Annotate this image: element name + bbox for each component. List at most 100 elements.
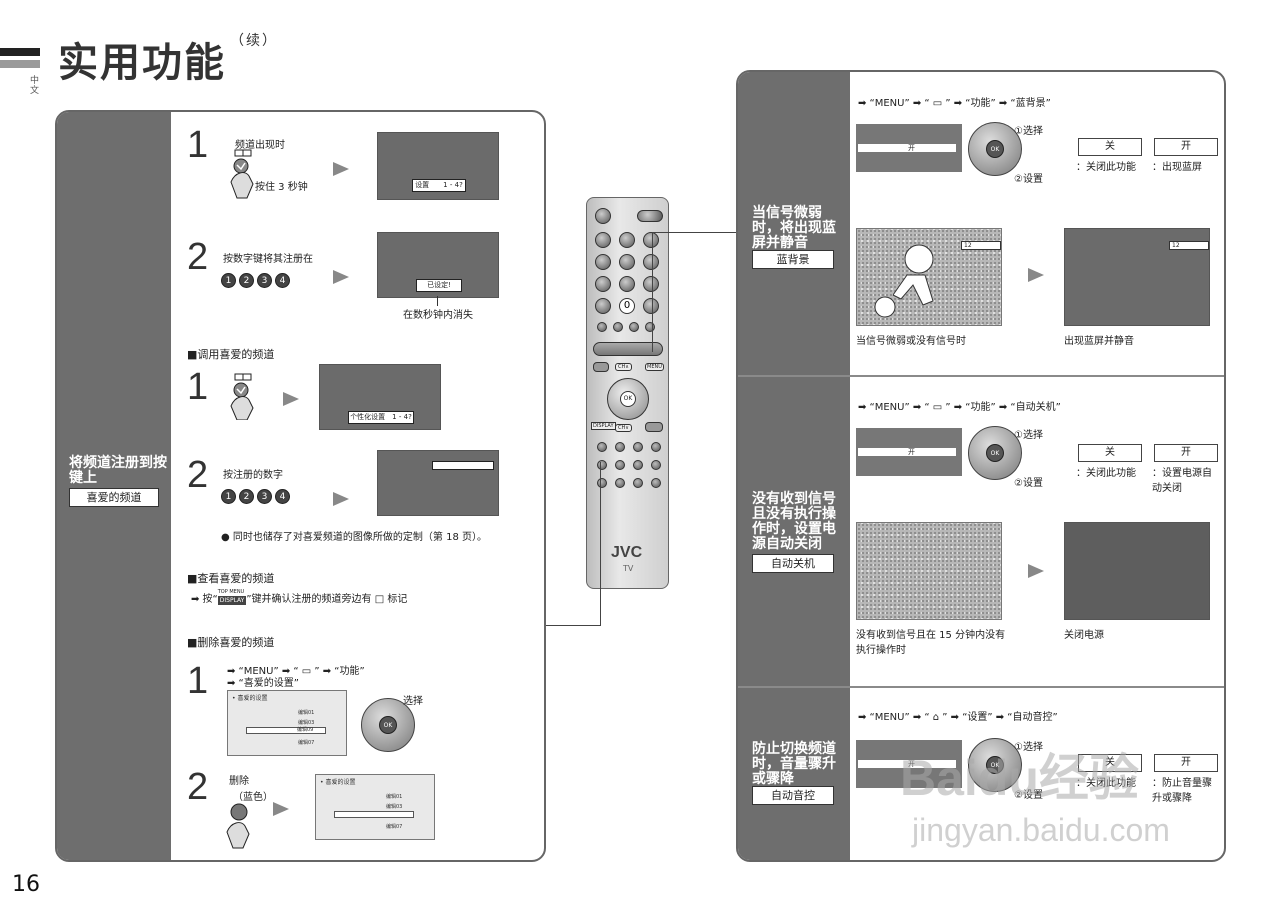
remote-small-button[interactable] — [615, 460, 625, 470]
remote-button[interactable] — [643, 254, 659, 270]
menu-button[interactable]: MENU — [645, 363, 664, 371]
remote-small-button[interactable] — [633, 460, 643, 470]
blue-bg-on-option[interactable]: 开 — [1154, 138, 1218, 156]
auto-vol-on-desc: ：防止音量骤升或骤降 — [1152, 778, 1212, 804]
remote-button[interactable] — [645, 422, 663, 432]
remote-button[interactable] — [595, 276, 611, 292]
display-button[interactable]: DISPLAY — [591, 422, 616, 430]
delete-path-1: ➡ “MENU” ➡ “ ▭ ” ➡ “功能” — [227, 666, 365, 677]
remote-button[interactable] — [643, 232, 659, 248]
remote-button[interactable] — [593, 362, 609, 372]
remote-small-button[interactable] — [633, 478, 643, 488]
zero-button[interactable]: 0 — [619, 298, 635, 314]
favorite-menu-item[interactable]: 编辑07 — [386, 824, 403, 830]
remote-ok-button[interactable]: OK — [620, 391, 636, 407]
auto-vol-path: ➡ “MENU” ➡ “ ⌂ ” ➡ “设置” ➡ “自动音控” — [858, 712, 1058, 723]
remote-small-button[interactable] — [597, 478, 607, 488]
favorite-channel-sidebar: 将频道注册到按键上 喜爱的频道 — [57, 112, 171, 860]
arrow-icon — [273, 802, 289, 816]
page-number: 16 — [12, 872, 40, 897]
language-tab: 中文 — [30, 76, 40, 96]
ch-up-button[interactable]: CH∧ — [615, 363, 632, 371]
auto-off-on-option[interactable]: 开 — [1154, 444, 1218, 462]
auto-vol-on-option[interactable]: 开 — [1154, 754, 1218, 772]
favorite-menu-item[interactable]: 编辑01 — [298, 710, 315, 716]
favorite-menu-item-selected[interactable]: 编辑09 — [246, 727, 326, 734]
number-button-2[interactable]: 2 — [239, 273, 254, 288]
remote-small-button[interactable] — [597, 442, 607, 452]
remote-small-button[interactable] — [651, 442, 661, 452]
power-button[interactable] — [637, 210, 663, 222]
cartoon-boy-icon — [874, 244, 934, 318]
favorite-menu-item[interactable]: 编辑03 — [298, 720, 315, 726]
remote-button[interactable] — [643, 298, 659, 314]
number-button-3[interactable]: 3 — [257, 489, 272, 504]
register-osd-2: 已设定! — [416, 279, 462, 292]
number-button-4[interactable]: 4 — [275, 489, 290, 504]
dpad-icon: OK — [968, 738, 1022, 792]
recall-heading: ■调用喜爱的频道 — [187, 348, 275, 361]
number-button-3[interactable]: 3 — [257, 273, 272, 288]
remote-small-button[interactable] — [615, 442, 625, 452]
ch-down-button[interactable]: CH∨ — [615, 424, 632, 432]
arrow-icon — [283, 392, 299, 406]
remote-button[interactable] — [643, 276, 659, 292]
remote-small-button[interactable] — [645, 322, 655, 332]
auto-off-path: ➡ “MENU” ➡ “ ▭ ” ➡ “功能” ➡ “自动关机” — [858, 402, 1061, 413]
blue-bg-tag: 蓝背景 — [752, 250, 834, 269]
auto-vol-menu-row[interactable]: 开 — [858, 760, 956, 768]
book-icon — [227, 148, 275, 204]
auto-vol-tag: 自动音控 — [752, 786, 834, 805]
delete-select-label: 选择 — [403, 696, 423, 707]
ok-button-icon: OK — [986, 140, 1004, 158]
auto-off-off-option[interactable]: 关 — [1078, 444, 1142, 462]
check-line-pre: ➡ 按“ — [191, 594, 218, 605]
remote-button[interactable] — [595, 298, 611, 314]
delete-path-2: ➡ “喜爱的设置” — [227, 678, 299, 689]
delete-heading: ■删除喜爱的频道 — [187, 636, 275, 649]
blue-bg-menu-row[interactable]: 开 — [858, 144, 956, 152]
favorite-menu-item[interactable]: 编辑01 — [386, 794, 403, 800]
remote-small-button[interactable] — [651, 478, 661, 488]
remote-button[interactable] — [595, 208, 611, 224]
delete-step2-number: 2 — [187, 766, 209, 808]
remote-small-button[interactable] — [615, 478, 625, 488]
number-button-4[interactable]: 4 — [275, 273, 290, 288]
remote-button[interactable] — [619, 232, 635, 248]
remote-model-label: TV — [623, 564, 634, 573]
blue-bg-menu-value: 开 — [908, 144, 915, 152]
remote-button[interactable] — [619, 254, 635, 270]
register-step2-text: 按数字键将其注册在 — [223, 254, 313, 265]
remote-small-button[interactable] — [597, 322, 607, 332]
favorite-menu-item[interactable]: 编辑03 — [386, 804, 403, 810]
remote-small-button[interactable] — [629, 322, 639, 332]
auto-vol-off-desc: ：关闭此功能 — [1076, 778, 1136, 789]
remote-dpad[interactable]: OK — [607, 378, 649, 420]
favorite-menu-item[interactable]: 编辑07 — [298, 740, 315, 746]
blue-button-hand-icon — [223, 802, 267, 856]
favorite-menu-item-label: 编辑09 — [297, 727, 314, 733]
number-button-1[interactable]: 1 — [221, 489, 236, 504]
arrow-icon — [1028, 268, 1044, 282]
remote-button[interactable] — [595, 254, 611, 270]
function-panel: 当信号微弱时，将出现蓝屏并静音 蓝背景 没有收到信号且没有执行操作时，设置电源自… — [736, 70, 1226, 862]
blue-bg-off-option[interactable]: 关 — [1078, 138, 1142, 156]
auto-off-menu-row[interactable]: 开 — [858, 448, 956, 456]
number-button-2[interactable]: 2 — [239, 489, 254, 504]
remote-button[interactable] — [595, 232, 611, 248]
favorite-menu-item-selected[interactable] — [334, 811, 414, 818]
remote-small-button[interactable] — [651, 460, 661, 470]
remote-small-button[interactable] — [597, 460, 607, 470]
channel-number: 12 — [964, 242, 972, 249]
remote-button[interactable] — [619, 276, 635, 292]
favorite-menu-title: • 喜爱的设置 — [232, 695, 268, 702]
blue-bg-off-desc: ：关闭此功能 — [1076, 162, 1136, 173]
auto-vol-off-option[interactable]: 关 — [1078, 754, 1142, 772]
color-key-strip[interactable] — [593, 342, 663, 356]
blue-bg-select: ①选择 — [1014, 126, 1043, 137]
number-button-1[interactable]: 1 — [221, 273, 236, 288]
remote-small-button[interactable] — [613, 322, 623, 332]
remote-small-button[interactable] — [633, 442, 643, 452]
